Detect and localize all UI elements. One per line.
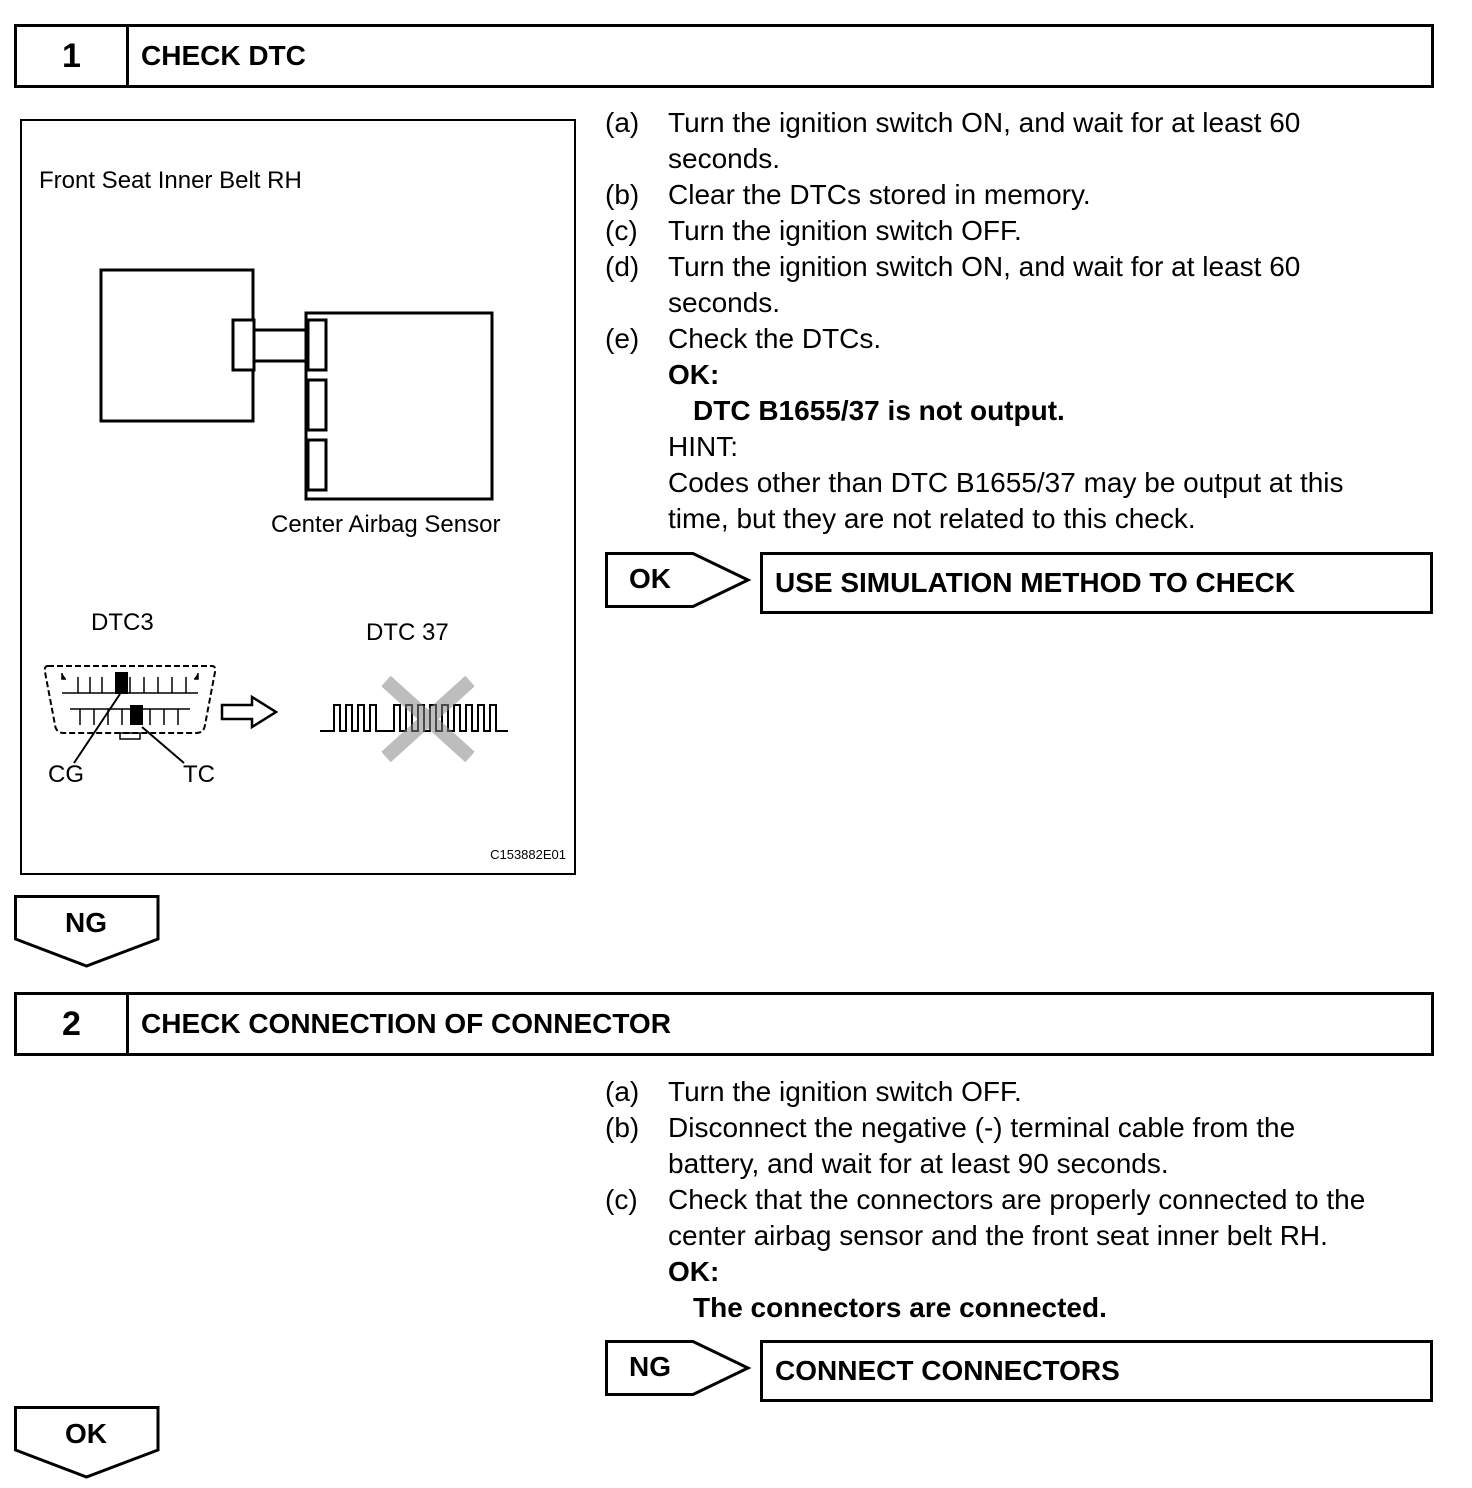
right-arrow-tag-icon	[605, 1340, 752, 1396]
diagram-figure: Front Seat Inner Belt RH Center Airbag S…	[20, 119, 576, 875]
sensor-connector-2	[306, 378, 328, 432]
step-2-instructions: (a) Turn the ignition switch OFF. (b) Di…	[605, 1074, 1435, 1326]
label-dtc3: DTC3	[91, 609, 154, 636]
result-tag: NG	[629, 1351, 671, 1382]
cg-leader	[73, 693, 121, 764]
step-title: CHECK DTC	[141, 40, 306, 71]
result-action: CONNECT CONNECTORS	[760, 1340, 1433, 1402]
step-1-ok-result: OK USE SIMULATION METHOD TO CHECK	[605, 552, 1435, 614]
down-arrow-tag-icon	[14, 1406, 160, 1479]
instruction-a: (a) Turn the ignition switch ON, and wai…	[605, 107, 1301, 138]
instruction-d: (d) Turn the ignition switch ON, and wai…	[605, 251, 1301, 282]
instruction-e: (e) Check the DTCs.	[605, 323, 882, 354]
sensor-connector-1	[306, 318, 328, 372]
result-action: USE SIMULATION METHOD TO CHECK	[760, 552, 1433, 614]
label-dtc37: DTC 37	[366, 619, 449, 646]
figure-code: C153882E01	[490, 847, 566, 862]
step-2-header: 2 CHECK CONNECTION OF CONNECTOR	[14, 992, 1434, 1056]
ok-label: OK:	[668, 359, 720, 390]
label-cg: CG	[48, 761, 84, 788]
result-tag: OK	[629, 563, 671, 594]
dlc3-connector	[43, 665, 217, 734]
ok-condition: The connectors are connected.	[693, 1292, 1107, 1323]
belt-connector	[231, 318, 256, 372]
down-arrow-tag-icon	[14, 895, 160, 968]
step-title: CHECK CONNECTION OF CONNECTOR	[141, 1008, 671, 1039]
label-tc: TC	[183, 761, 215, 788]
cross-out-icon	[381, 675, 475, 763]
step-1-instructions: (a) Turn the ignition switch ON, and wai…	[605, 105, 1435, 537]
cg-terminal	[115, 672, 128, 694]
step-1-header: 1 CHECK DTC	[14, 24, 1434, 88]
step-number: 2	[17, 995, 129, 1053]
belt-block	[99, 268, 255, 423]
instruction-a: (a) Turn the ignition switch OFF.	[605, 1076, 1022, 1107]
label-center-airbag-sensor: Center Airbag Sensor	[271, 511, 501, 538]
sensor-connector-3	[306, 438, 328, 492]
hint-text-2: time, but they are not related to this c…	[668, 503, 1196, 534]
step-number: 1	[17, 27, 129, 85]
connector-diagram	[43, 268, 508, 764]
tc-leader	[141, 726, 185, 764]
right-arrow-icon	[220, 694, 279, 730]
right-arrow-tag-icon	[605, 552, 752, 608]
ok-down-arrow: OK	[14, 1406, 160, 1480]
ok-label: OK:	[668, 1256, 720, 1287]
step-2-ng-result: NG CONNECT CONNECTORS	[605, 1340, 1435, 1402]
instruction-c: (c) Turn the ignition switch OFF.	[605, 215, 1022, 246]
tc-terminal	[130, 705, 143, 725]
sensor-block	[304, 311, 494, 501]
ng-down-arrow: NG	[14, 895, 160, 969]
ok-condition: DTC B1655/37 is not output.	[693, 395, 1065, 426]
instruction-c: (c) Check that the connectors are proper…	[605, 1184, 1366, 1215]
down-tag: NG	[65, 907, 107, 938]
down-tag: OK	[65, 1418, 107, 1449]
hint-text-1: Codes other than DTC B1655/37 may be out…	[668, 467, 1344, 498]
instruction-b: (b) Disconnect the negative (-) terminal…	[605, 1112, 1296, 1143]
hint-label: HINT:	[668, 431, 738, 462]
label-front-seat-belt: Front Seat Inner Belt RH	[39, 167, 302, 194]
instruction-b: (b) Clear the DTCs stored in memory.	[605, 179, 1091, 210]
